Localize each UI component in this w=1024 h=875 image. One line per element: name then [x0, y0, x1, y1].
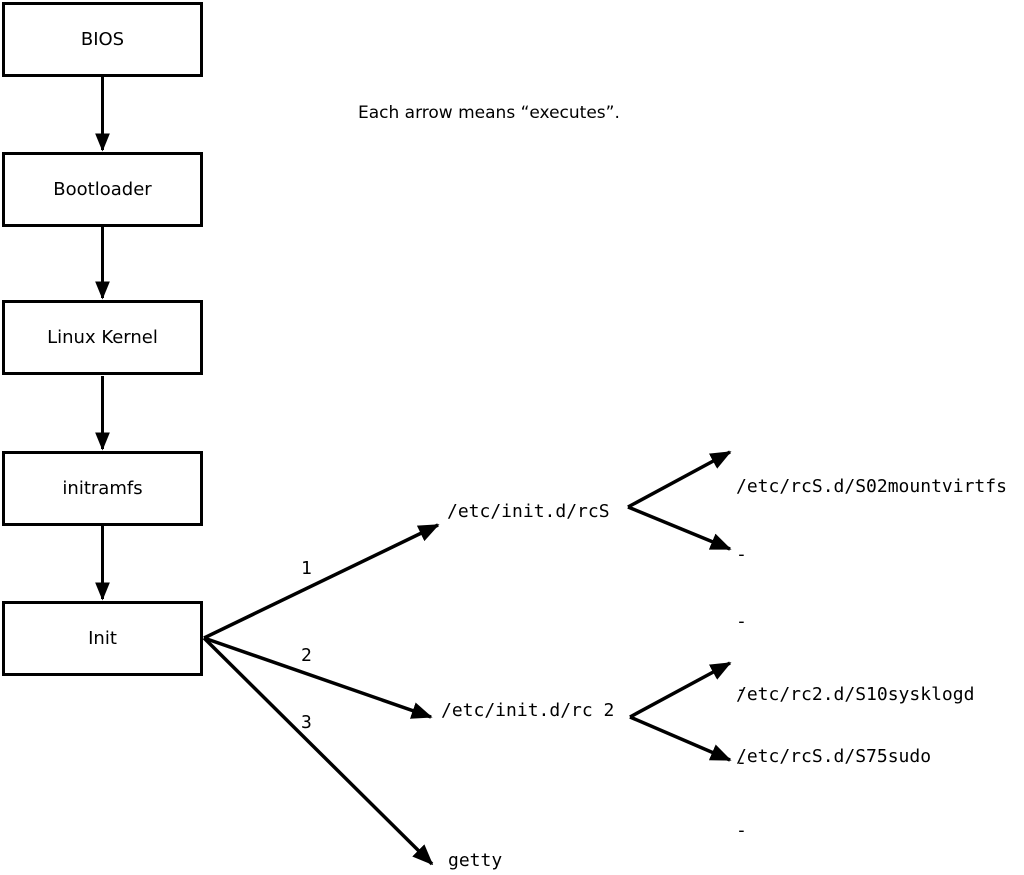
script-path: /etc/rcS.d/S02mountvirtfs — [736, 476, 1007, 497]
rc2-script-list: /etc/rc2.d/S10sysklogd - - - /etc/rc2.d/… — [736, 640, 974, 875]
flow-box-bios-label: BIOS — [80, 29, 125, 50]
branch-target-rcs: /etc/init.d/rcS — [447, 501, 610, 522]
flow-box-bios: BIOS — [2, 2, 203, 77]
flow-box-bootloader: Bootloader — [2, 152, 203, 227]
branch-target-rc2: /etc/init.d/rc 2 — [441, 700, 615, 721]
script-ellipsis-dash: - — [736, 820, 747, 841]
arrow-init-to-rcs — [203, 523, 440, 640]
branch-target-getty: getty — [448, 850, 503, 871]
branch-1-number: 1 — [301, 558, 312, 579]
script-ellipsis-dash: - — [736, 611, 747, 633]
flow-box-linux-kernel: Linux Kernel — [2, 300, 203, 375]
flow-box-linux-kernel-label: Linux Kernel — [47, 327, 158, 348]
arrow-rc2-to-s99gdm — [629, 715, 732, 762]
script-ellipsis-dash: - — [736, 752, 747, 773]
branch-2-number: 2 — [301, 645, 312, 666]
arrow-rcs-to-s02mountvirtfs — [627, 450, 732, 509]
arrow-rcs-to-s75sudo — [627, 505, 732, 551]
arrow-init-to-getty — [202, 636, 434, 866]
flow-box-initramfs: initramfs — [2, 451, 203, 526]
script-path: /etc/rc2.d/S10sysklogd — [736, 684, 975, 705]
rcs-script-list: /etc/rcS.d/S02mountvirtfs - - - /etc/rcS… — [736, 432, 1007, 812]
script-ellipsis-dash: - — [736, 678, 747, 700]
flow-box-init: Init — [2, 601, 203, 676]
flow-box-bootloader-label: Bootloader — [53, 179, 152, 200]
script-path: /etc/rcS.d/S75sudo — [736, 746, 932, 768]
flow-box-init-label: Init — [88, 628, 117, 649]
arrow-init-to-rc2 — [203, 636, 433, 719]
flow-box-initramfs-label: initramfs — [62, 478, 143, 499]
arrow-rc2-to-s10sysklogd — [629, 661, 732, 719]
script-ellipsis-dash: - — [736, 543, 747, 565]
legend-note: Each arrow means “executes”. — [358, 103, 620, 123]
branch-3-number: 3 — [301, 712, 312, 733]
